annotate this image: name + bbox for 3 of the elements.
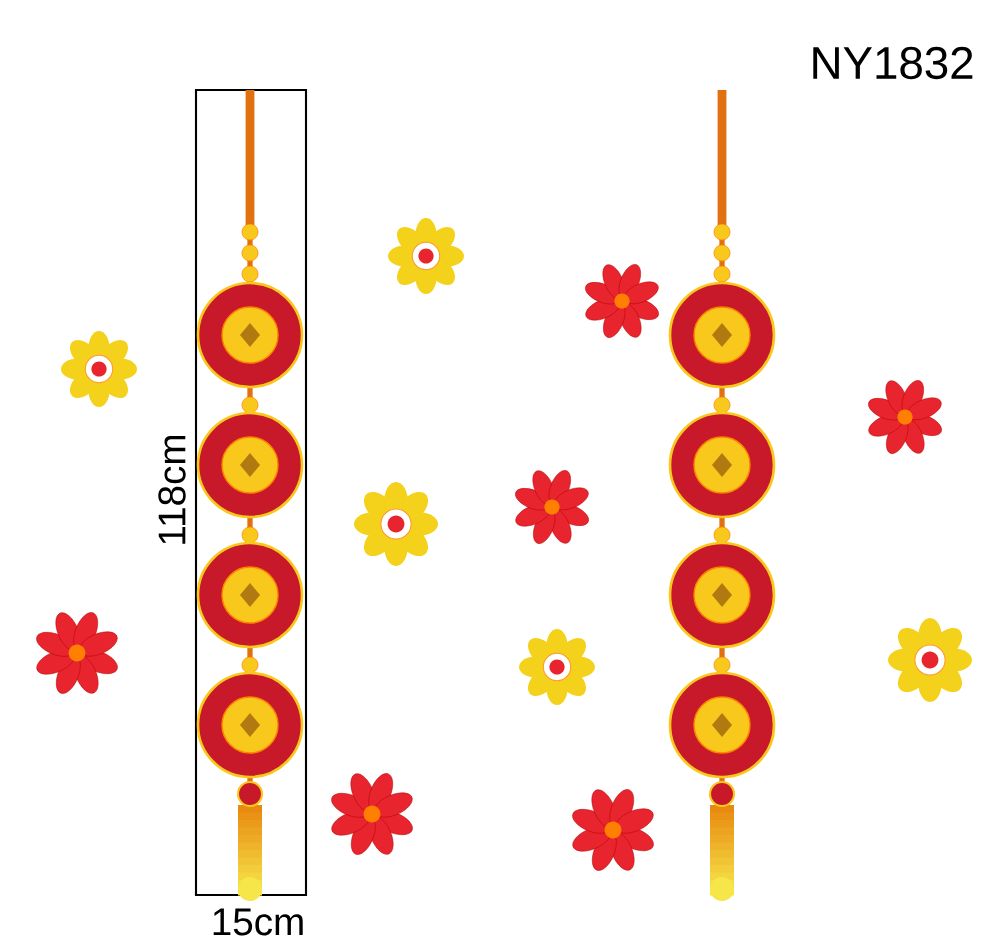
dimension-label: 118cm	[158, 436, 186, 544]
dimension-label: 15cm	[213, 908, 303, 936]
product-code: NY1832	[813, 46, 973, 80]
